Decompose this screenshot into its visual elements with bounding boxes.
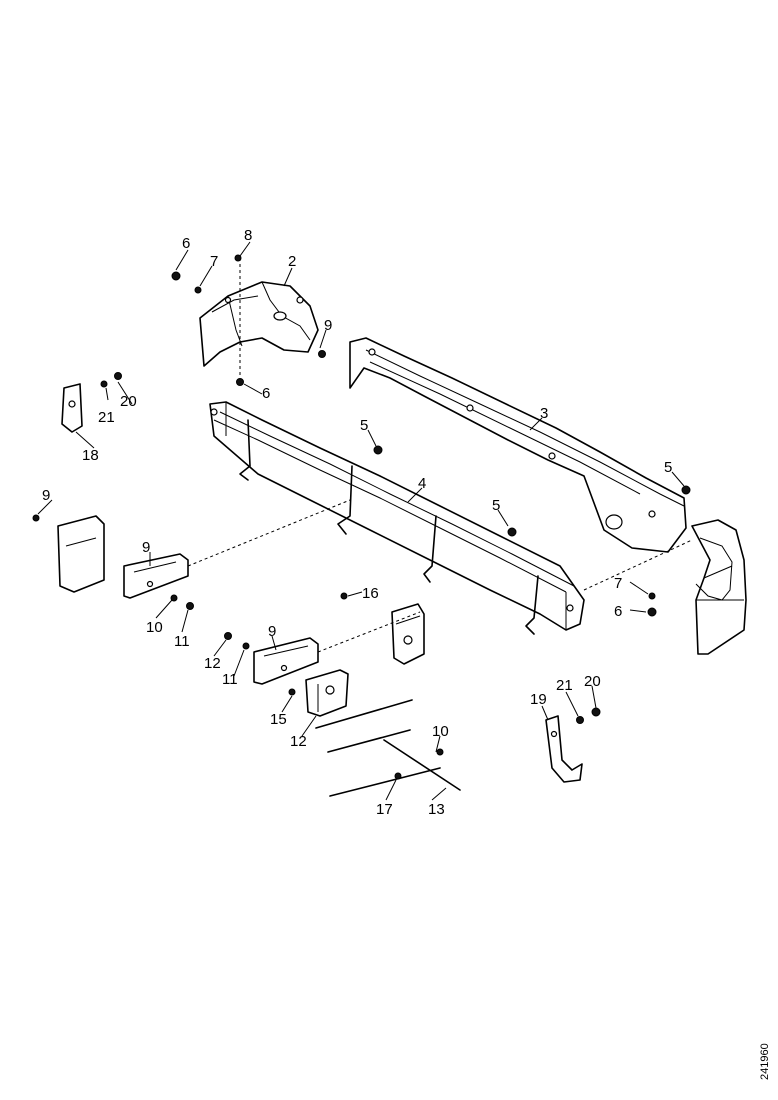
callout-9: 9 <box>324 317 332 334</box>
fastener-hardware <box>32 254 691 780</box>
cover-plate-left <box>57 515 105 593</box>
hitch-rod <box>315 699 461 797</box>
callout-4: 4 <box>418 475 426 492</box>
callout-12: 11 <box>174 633 190 650</box>
callout-18: 18 <box>82 447 99 464</box>
callout-11: 10 <box>146 619 163 636</box>
hitch-block <box>305 669 349 717</box>
callout-21: 21 <box>98 409 115 426</box>
mount-bracket-right <box>253 637 319 685</box>
callout-11: 11 <box>222 671 238 688</box>
callout-10: 10 <box>432 723 449 740</box>
callout-14: 13 <box>428 801 445 818</box>
callout-12: 12 <box>204 655 221 672</box>
callout-9: 9 <box>142 539 150 556</box>
left-corner-cap <box>199 281 319 367</box>
callout-6: 6 <box>262 385 270 402</box>
callout-7: 7 <box>210 253 218 270</box>
callout-3: 3 <box>540 405 548 422</box>
upper-cover-panel <box>349 337 687 553</box>
callout-6: 6 <box>182 235 190 252</box>
callout-10: 9 <box>42 487 50 504</box>
assembly-lines <box>187 258 693 653</box>
right-corner-cap <box>691 519 747 655</box>
callout-5: 5 <box>360 417 368 434</box>
mount-bracket-left <box>123 553 189 599</box>
callout-15: 15 <box>270 711 287 728</box>
callout-2: 2 <box>288 253 296 270</box>
callout-17: 17 <box>376 801 393 818</box>
callout-labels: 6 7 8 2 9 6 20 21 18 5 3 4 5 5 7 6 9 9 1… <box>42 227 672 818</box>
callout-19: 19 <box>530 691 547 708</box>
callout-20: 20 <box>584 673 601 690</box>
callout-20: 20 <box>120 393 137 410</box>
callout-5: 5 <box>664 459 672 476</box>
bumper-beam <box>209 401 585 635</box>
callout-8: 8 <box>244 227 252 244</box>
callout-6: 6 <box>614 603 622 620</box>
drawing-code: 241960 <box>759 1043 771 1080</box>
callout-5: 5 <box>492 497 500 514</box>
callout-16: 16 <box>362 585 379 602</box>
towing-hook-right <box>545 715 583 783</box>
towing-hook-left <box>61 383 83 433</box>
bracket-plate <box>391 603 425 665</box>
callout-21: 21 <box>556 677 573 694</box>
leader-lines <box>37 241 685 801</box>
callout-13: 12 <box>290 733 307 750</box>
callout-9: 9 <box>268 623 276 640</box>
callout-7: 7 <box>614 575 622 592</box>
